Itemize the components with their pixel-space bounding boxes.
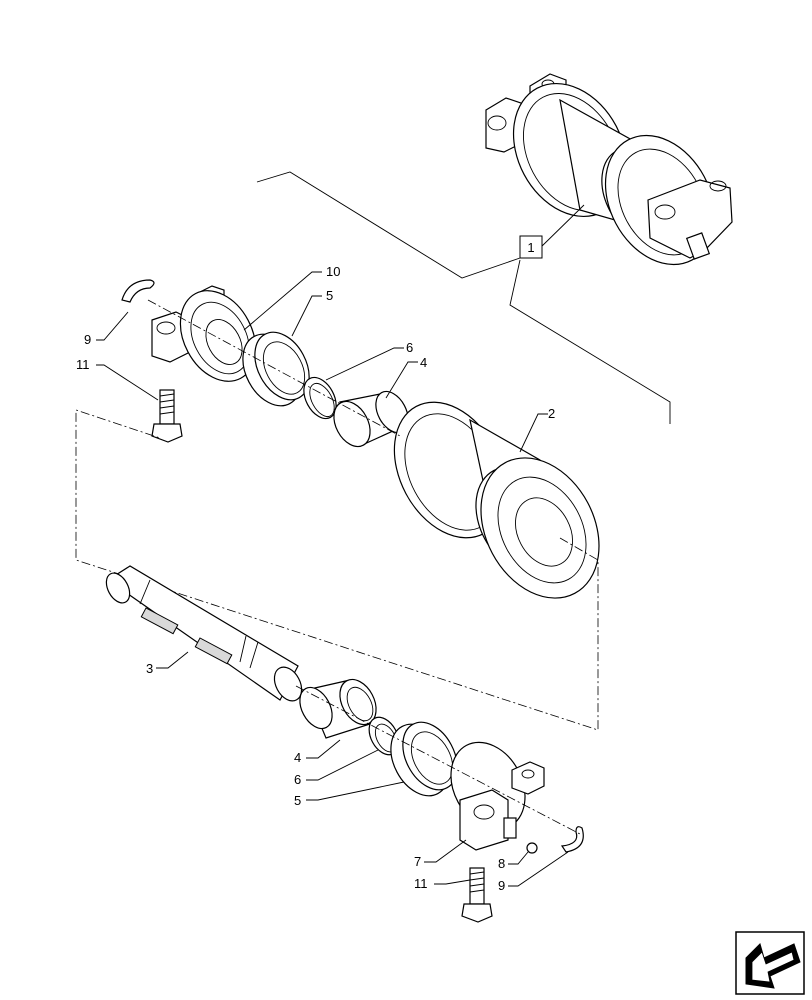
snap-ring-upper [121,279,155,303]
callout-4-lower: 4 [294,750,301,765]
track-roller [393,401,600,599]
callout-7: 7 [414,854,421,869]
bolt-lower [461,867,493,923]
o-ring-upper [303,376,337,420]
assembled-roller [485,73,733,266]
snap-ring-lower [560,826,584,853]
reference-box-1 [519,235,543,259]
callout-6-lower: 6 [294,772,301,787]
callout-6-upper: 6 [406,340,413,355]
callout-5-upper: 5 [326,288,333,303]
callout-5-lower: 5 [294,793,301,808]
callout-9-upper: 9 [84,332,91,347]
callout-11-lower: 11 [414,876,428,891]
callout-11-upper: 11 [76,357,90,372]
callout-9-lower: 9 [498,878,505,893]
callout-2: 2 [548,406,555,421]
callout-ref-1: 1 [527,240,534,255]
bushing-upper [333,390,409,448]
callout-3: 3 [146,661,153,676]
seal-upper [242,331,310,407]
callout-8: 8 [498,856,505,871]
collar-bracket-upper [151,285,257,382]
bolt-upper [151,389,183,443]
direction-arrow-icon[interactable] [735,931,805,995]
shaft [105,565,303,702]
callout-4-upper: 4 [420,355,427,370]
grease-nipple [526,842,538,854]
seal-lower [390,721,458,797]
callout-10: 10 [326,264,340,279]
